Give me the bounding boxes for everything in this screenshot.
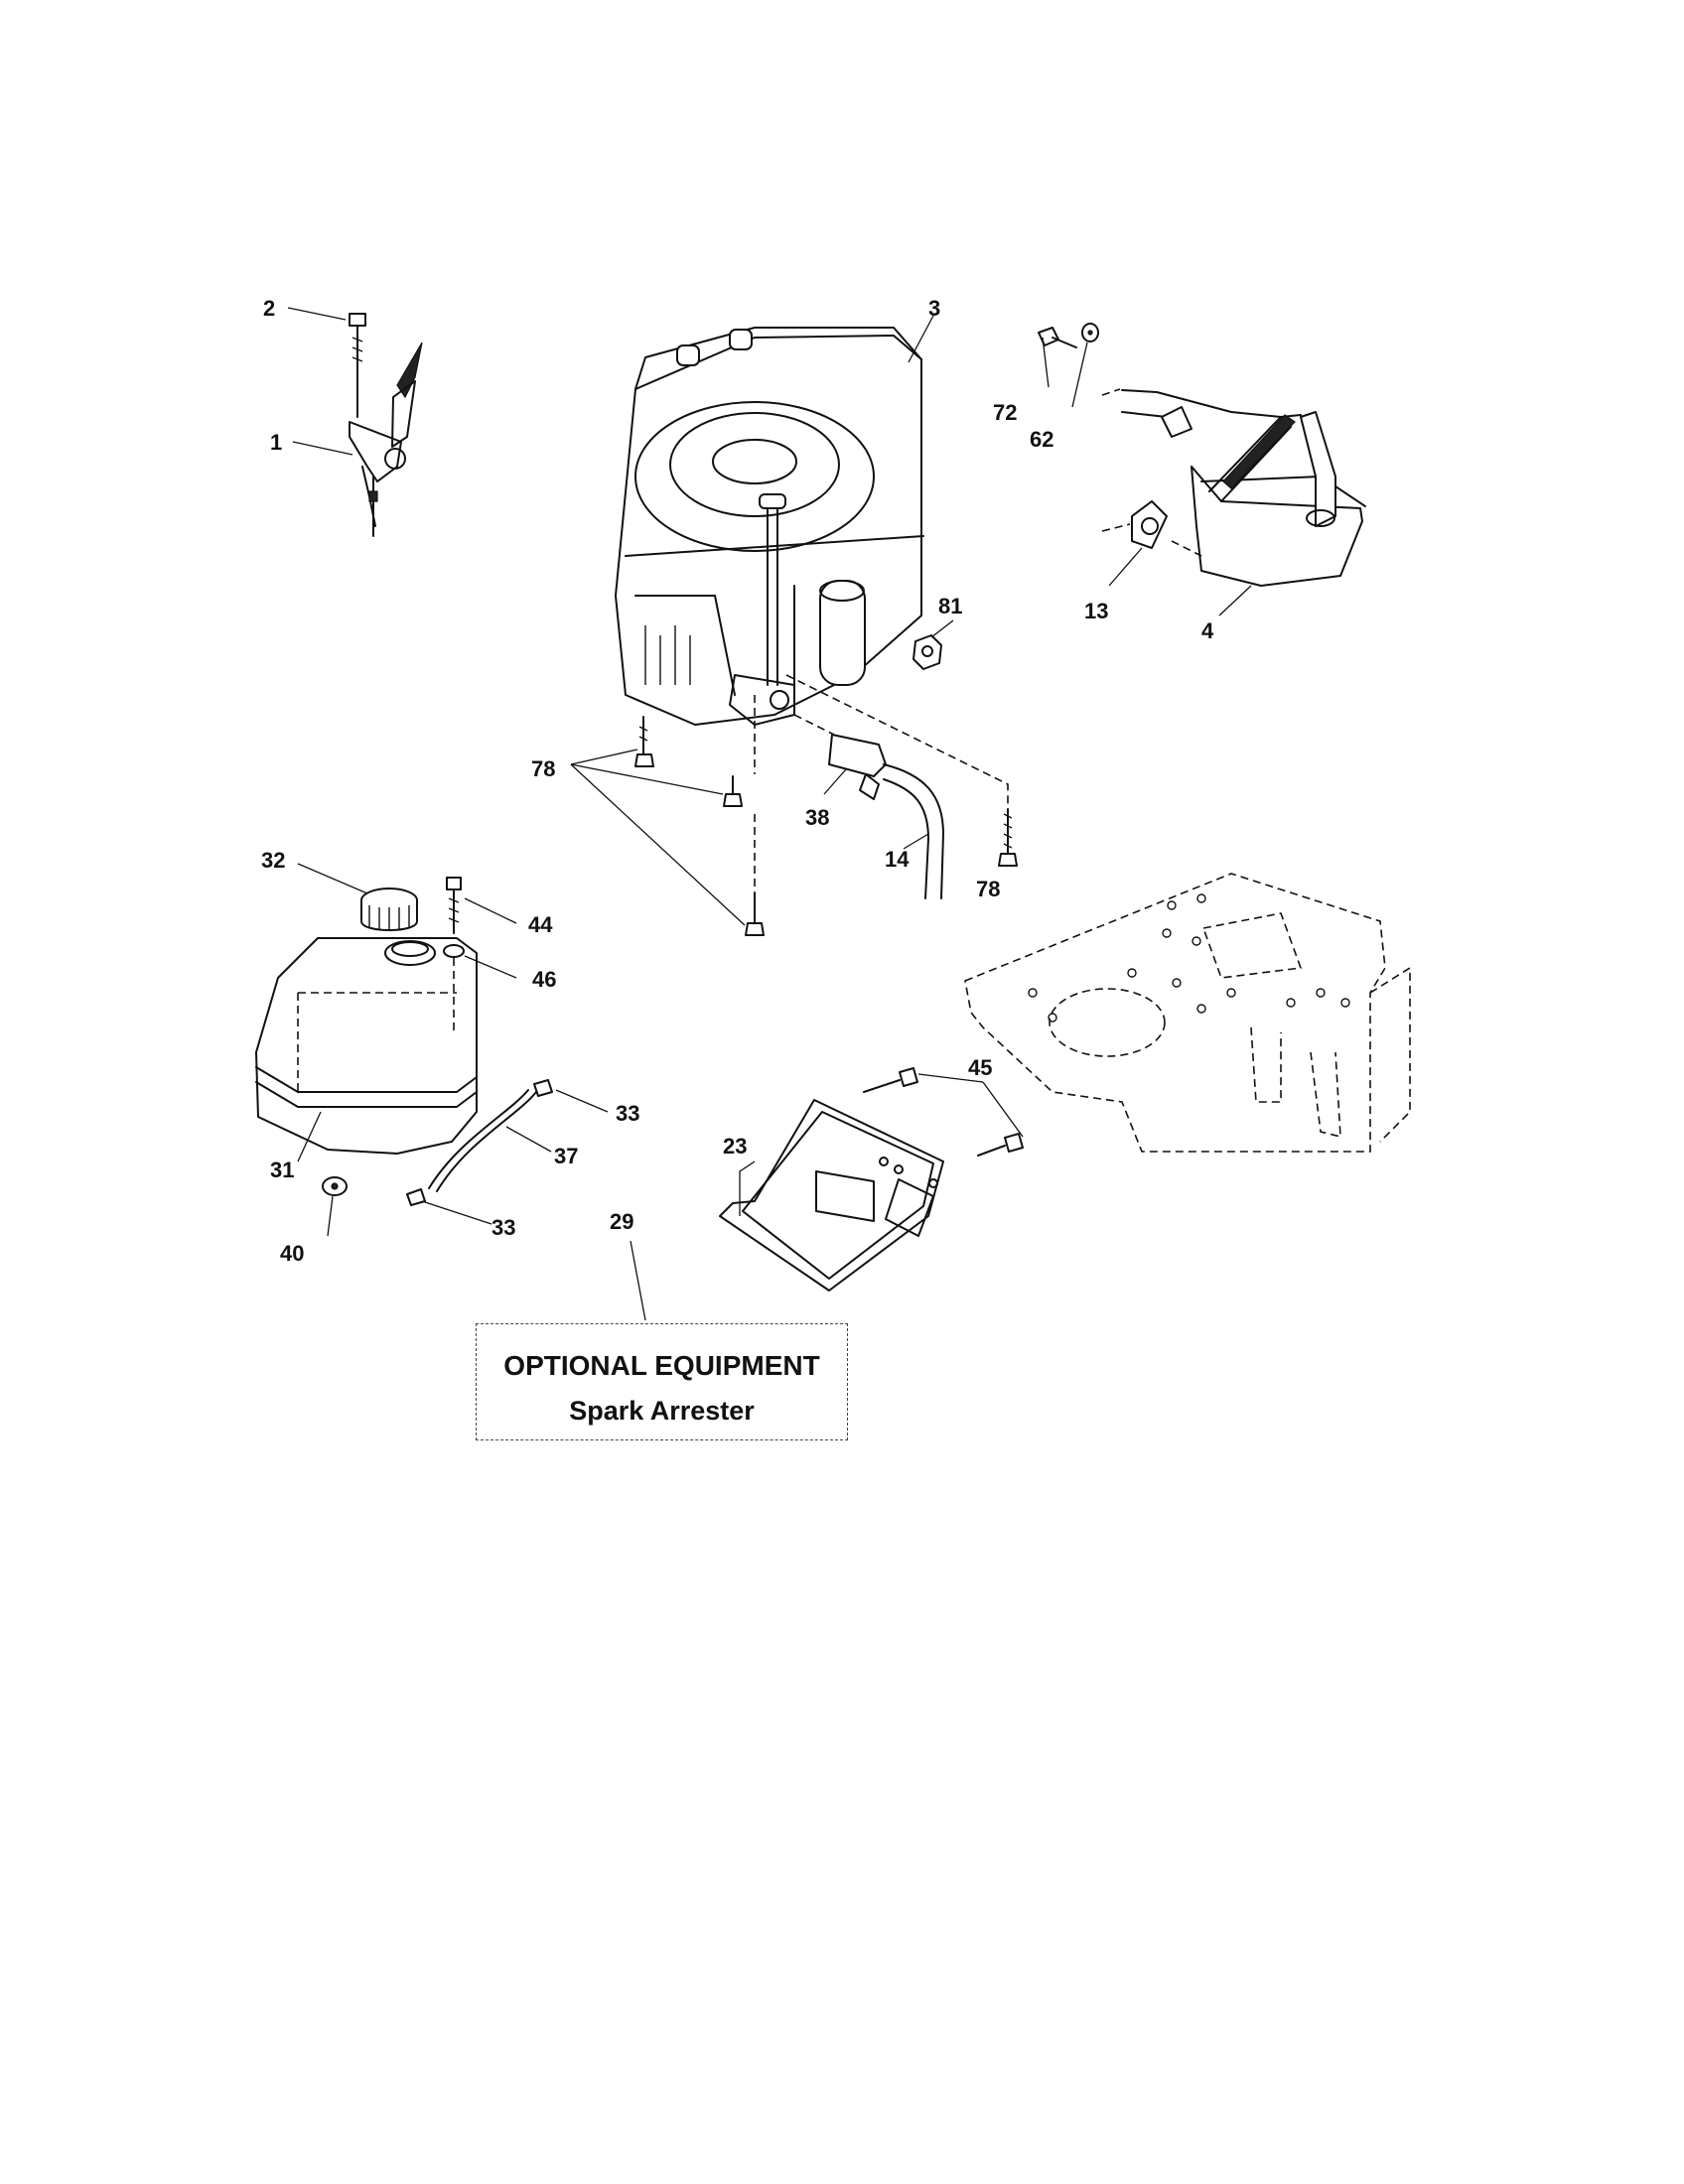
callout-13: 13 (1084, 599, 1108, 623)
callout-40: 40 (280, 1241, 304, 1266)
spark-arrester-plate (719, 1067, 1024, 1292)
callout-23: 23 (723, 1134, 747, 1159)
fuel-filter-hose (793, 714, 944, 899)
callout-37: 37 (554, 1144, 578, 1168)
callout-4: 4 (1201, 618, 1214, 643)
optional-equipment-title: OPTIONAL EQUIPMENT (503, 1350, 820, 1381)
callout-31: 31 (270, 1158, 294, 1182)
callout-72: 72 (993, 400, 1017, 425)
leader-lines (287, 307, 1252, 1321)
callout-32: 32 (261, 848, 285, 873)
callout-78-left: 78 (531, 756, 555, 781)
callout-2: 2 (263, 296, 275, 321)
callout-46: 46 (532, 967, 556, 992)
muffler-part (1101, 388, 1366, 587)
callout-14: 14 (885, 847, 910, 872)
nut-81-part (912, 634, 942, 670)
spark-arrester-label: Spark Arrester (569, 1396, 755, 1426)
callout-33-lower: 33 (491, 1215, 515, 1240)
optional-equipment-box: OPTIONAL EQUIPMENT Spark Arrester (476, 1323, 848, 1440)
callout-78-right: 78 (976, 877, 1000, 901)
callout-44: 44 (528, 912, 553, 937)
fuel-tank-part (255, 877, 553, 1206)
callout-38: 38 (805, 805, 829, 830)
callout-3: 3 (928, 296, 940, 321)
engine-part (615, 327, 924, 726)
callout-1: 1 (270, 430, 282, 455)
callout-62: 62 (1030, 427, 1053, 452)
callout-labels: 2 1 3 72 62 13 4 81 78 38 14 78 32 44 46… (261, 296, 1214, 1266)
callout-33-upper: 33 (616, 1101, 639, 1126)
callout-29: 29 (610, 1209, 633, 1234)
bolt-78-parts (634, 674, 1018, 936)
muffler-bolt-washer (1038, 323, 1099, 348)
throttle-control-part (349, 313, 423, 537)
chassis-frame-dashed (964, 873, 1411, 1153)
callout-81: 81 (938, 594, 962, 618)
callout-45: 45 (968, 1055, 992, 1080)
